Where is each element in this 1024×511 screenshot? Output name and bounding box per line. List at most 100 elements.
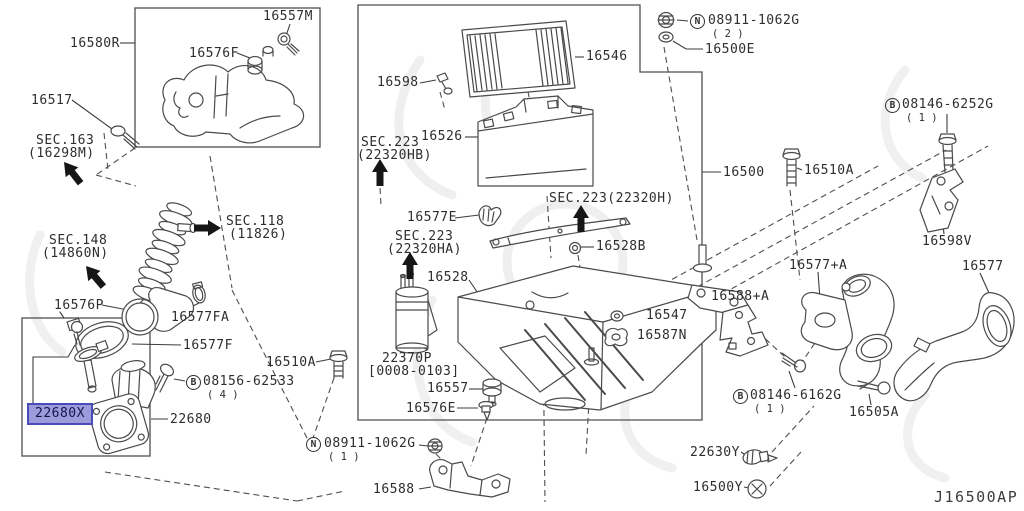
sec-163-arrow-icon — [64, 162, 84, 186]
part-label-16526[interactable]: 16526 — [421, 129, 463, 144]
clamp-16577FA-drawing — [192, 281, 206, 304]
washer-16500E-drawing — [658, 31, 674, 43]
mount-16557-drawing — [482, 378, 502, 407]
fastener-circle-08911-1062G-1: N — [306, 437, 321, 452]
part-label-16500Y[interactable]: 16500Y — [693, 480, 743, 495]
sec-ref-148-code: (14860N) — [42, 246, 109, 261]
fastener-qty-08911-1062G-2: ( 2 ) — [712, 28, 744, 40]
part-label-16580R[interactable]: 16580R — [70, 36, 120, 51]
screw-16505A-drawing — [857, 380, 891, 395]
part-label-16500[interactable]: 16500 — [723, 165, 765, 180]
part-label-16577FA[interactable]: 16577FA — [171, 310, 230, 325]
duct-16577-plus-A-drawing — [800, 273, 895, 387]
bolt-16510A-left-drawing — [329, 350, 348, 379]
sec-223ha-arrow-icon — [402, 252, 418, 279]
duct-16577-drawing — [893, 292, 1015, 402]
fastener-qty-08146-6162G: ( 1 ) — [754, 403, 786, 415]
plug-16500Y-drawing — [747, 479, 767, 499]
part-label-16577F[interactable]: 16577F — [183, 338, 233, 353]
fastener-label-08156-62533[interactable]: 08156-62533 — [203, 374, 295, 389]
part-label-16577-plus-A[interactable]: 16577+A — [789, 258, 848, 273]
part-label-16528[interactable]: 16528 — [427, 270, 469, 285]
bracket-16526-mount-drawing — [489, 217, 631, 249]
sec-ref-223hb-code: (22320HB) — [357, 148, 432, 163]
bolt-08146-6252G-drawing — [938, 133, 957, 173]
part-label-16576E[interactable]: 16576E — [406, 401, 456, 416]
part-label-16598V[interactable]: 16598V — [922, 234, 972, 249]
part-label-16510A-left[interactable]: 16510A — [266, 355, 316, 370]
bracket-16588-plus-A-drawing — [719, 304, 769, 357]
cleaner-body-16528-drawing — [457, 244, 749, 411]
fastener-qty-08146-6252G: ( 1 ) — [906, 112, 938, 124]
part-label-22630Y[interactable]: 22630Y — [690, 445, 740, 460]
fastener-qty-08156-62533: ( 4 ) — [207, 389, 239, 401]
grommet-16576F-drawing — [247, 45, 274, 75]
part-label-16576P[interactable]: 16576P — [54, 298, 104, 313]
sec-ref-163: SEC.163 — [36, 133, 95, 148]
fastener-circle-08146-6162G: B — [733, 389, 748, 404]
sec-ref-118-code: (11826) — [229, 227, 288, 242]
nut-08911-1062G-1-drawing — [427, 438, 443, 454]
part-label-22370P[interactable]: 22370P — [382, 351, 432, 366]
part-label-16517[interactable]: 16517 — [31, 93, 73, 108]
sec-ref-148: SEC.148 — [49, 233, 108, 248]
diagram-code: J16500AP — [934, 488, 1019, 506]
sec-ref-223h: SEC.223(22320H) — [549, 191, 674, 206]
part-label-16510A-right[interactable]: 16510A — [804, 163, 854, 178]
sensor-22630Y-drawing — [742, 449, 778, 465]
sec-223h-arrow-icon — [573, 205, 589, 232]
nut-16528B-drawing — [568, 241, 582, 255]
sec-reference-arrows — [64, 159, 589, 289]
part-label-16598[interactable]: 16598 — [377, 75, 419, 90]
part-label-16588-plus-A[interactable]: 16588+A — [711, 289, 770, 304]
part-label-22680[interactable]: 22680 — [170, 412, 212, 427]
sec-ref-118: SEC.118 — [226, 214, 285, 229]
nut-08911-1062G-2-drawing — [657, 11, 675, 29]
bolt-16510A-right-drawing — [782, 148, 801, 187]
part-label-16557[interactable]: 16557 — [427, 381, 469, 396]
sec-ref-223ha-code: (22320HA) — [387, 242, 462, 257]
part-label-16546[interactable]: 16546 — [586, 49, 628, 64]
sec-ref-223hb: SEC.223 — [361, 135, 420, 150]
part-label-16577[interactable]: 16577 — [962, 259, 1004, 274]
part-label-16576F[interactable]: 16576F — [189, 46, 239, 61]
part-label-22370P-range: [0008-0103] — [368, 364, 460, 379]
fastener-circle-08146-6252G: B — [885, 98, 900, 113]
part-label-16500E[interactable]: 16500E — [705, 42, 755, 57]
sensor-22680X-kit-drawing — [70, 320, 109, 393]
sec-223hb-arrow-icon — [372, 159, 388, 186]
part-label-16528B[interactable]: 16528B — [596, 239, 646, 254]
sec-ref-163-code: (16298M) — [28, 146, 95, 161]
throttle-chamber-22680-drawing — [88, 360, 156, 455]
bracket-16598V-drawing — [919, 168, 964, 233]
part-label-16547[interactable]: 16547 — [646, 308, 688, 323]
clip-16577E-drawing — [478, 205, 502, 227]
fastener-label-08911-1062G-1[interactable]: 08911-1062G — [324, 436, 416, 451]
fastener-label-08146-6252G[interactable]: 08146-6252G — [902, 97, 994, 112]
fastener-qty-08911-1062G-1: ( 1 ) — [328, 451, 360, 463]
corrugated-duct-drawing — [132, 202, 195, 332]
sec-148-arrow-icon — [86, 266, 107, 289]
part-label-16587N[interactable]: 16587N — [637, 328, 687, 343]
fastener-label-08146-6162G[interactable]: 08146-6162G — [750, 388, 842, 403]
part-label-16588[interactable]: 16588 — [373, 482, 415, 497]
fastener-label-08911-1062G-2[interactable]: 08911-1062G — [708, 13, 800, 28]
bracket-16588-drawing — [429, 459, 511, 498]
screw-08156-62533-drawing — [155, 363, 175, 393]
screw-08146-6162G-drawing — [781, 352, 807, 373]
bolt-16517-drawing — [110, 125, 140, 150]
clip-16598-drawing — [436, 72, 453, 95]
part-label-16557M[interactable]: 16557M — [263, 9, 313, 24]
bolt-16557M-drawing — [277, 32, 300, 56]
cleaner-cover-16526-drawing — [477, 95, 594, 187]
fastener-circle-08156-62533: B — [186, 375, 201, 390]
part-label-16505A[interactable]: 16505A — [849, 405, 899, 420]
part-label-22680X[interactable]: 22680X — [27, 403, 93, 425]
fastener-circle-08911-1062G-2: N — [690, 14, 705, 29]
part-label-16577E[interactable]: 16577E — [407, 210, 457, 225]
resonator-16580R-drawing — [162, 64, 305, 144]
pin-16576E-drawing — [478, 400, 494, 421]
